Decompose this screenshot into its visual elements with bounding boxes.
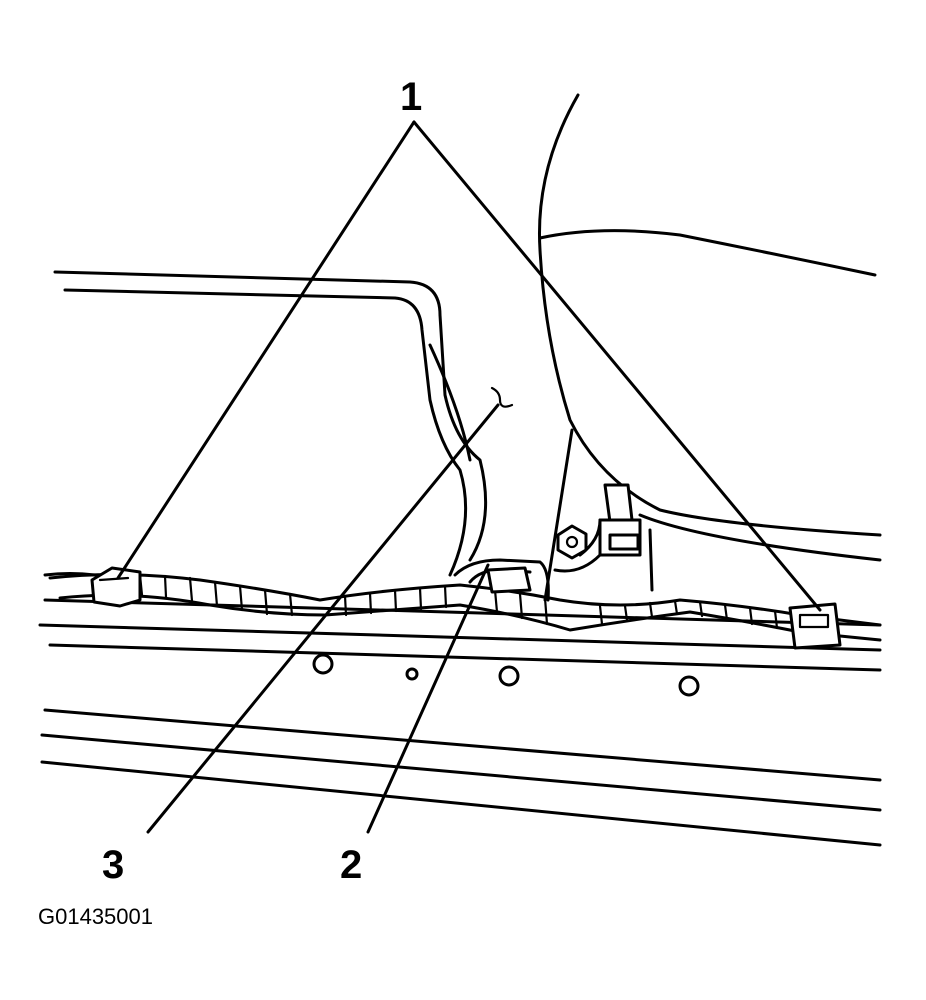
trim-panel-outline [538,93,882,602]
callout-1: 1 [400,75,422,119]
wiring-harness [48,572,882,642]
leader-lines [116,120,822,834]
harness-retainer [486,566,532,594]
lower-sill [40,708,882,847]
mounting-bracket [553,483,642,573]
harness-clip-left [90,566,142,608]
callout-3: 3 [102,843,124,887]
harness-clip-right [788,602,842,650]
upper-panel-outline [53,270,488,577]
figure-id: G01435001 [38,904,153,929]
bolt-icon [556,524,588,560]
panel-holes [312,653,700,697]
wire-hook [490,386,514,408]
callout-2: 2 [340,843,362,887]
